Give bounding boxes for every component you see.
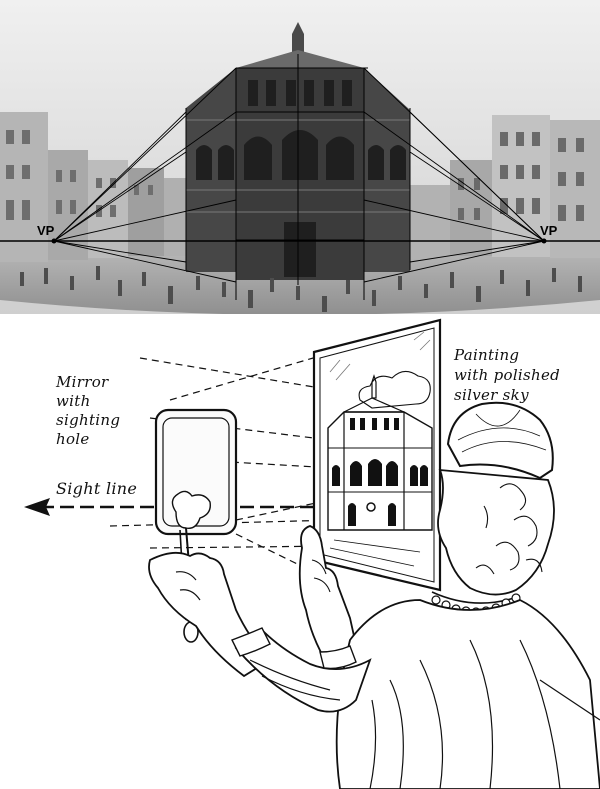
vanishing-point-right bbox=[541, 238, 547, 244]
painting-label-line-3: silver sky bbox=[454, 386, 529, 404]
building-construction-lines bbox=[185, 54, 411, 300]
polished-sky-reflection bbox=[329, 331, 431, 381]
painting-label-line-1: Painting bbox=[453, 346, 519, 364]
baptistery-photo: VP VP bbox=[0, 0, 600, 315]
mirror-label-line-2: with bbox=[56, 392, 91, 410]
mirror-experiment-illustration: Mirror with sighting hole Painting with … bbox=[0, 314, 600, 789]
left-orthogonals bbox=[53, 67, 237, 283]
mirror-label-line-4: hole bbox=[56, 430, 90, 448]
right-buildings bbox=[410, 115, 600, 258]
painted-baptistery bbox=[327, 374, 433, 567]
mirror-label-line-3: sighting bbox=[56, 411, 120, 429]
vp-right-label: VP bbox=[540, 223, 558, 238]
painting-label: Painting with polished silver sky bbox=[453, 346, 560, 404]
painting-peephole bbox=[366, 502, 376, 512]
observer-figure bbox=[231, 401, 600, 789]
vp-left-label: VP bbox=[37, 223, 55, 238]
vanishing-point-left bbox=[51, 238, 57, 244]
mirror-label-line-1: Mirror bbox=[55, 373, 109, 391]
right-orthogonals bbox=[363, 67, 545, 283]
painting-panel bbox=[312, 318, 442, 592]
sight-line-label: Sight line bbox=[56, 479, 137, 498]
painting-label-line-2: with polished bbox=[454, 366, 560, 384]
mirror-label: Mirror with sighting hole bbox=[55, 373, 120, 448]
right-hand-holding-painting bbox=[298, 525, 360, 670]
photo-crowd bbox=[20, 266, 582, 312]
